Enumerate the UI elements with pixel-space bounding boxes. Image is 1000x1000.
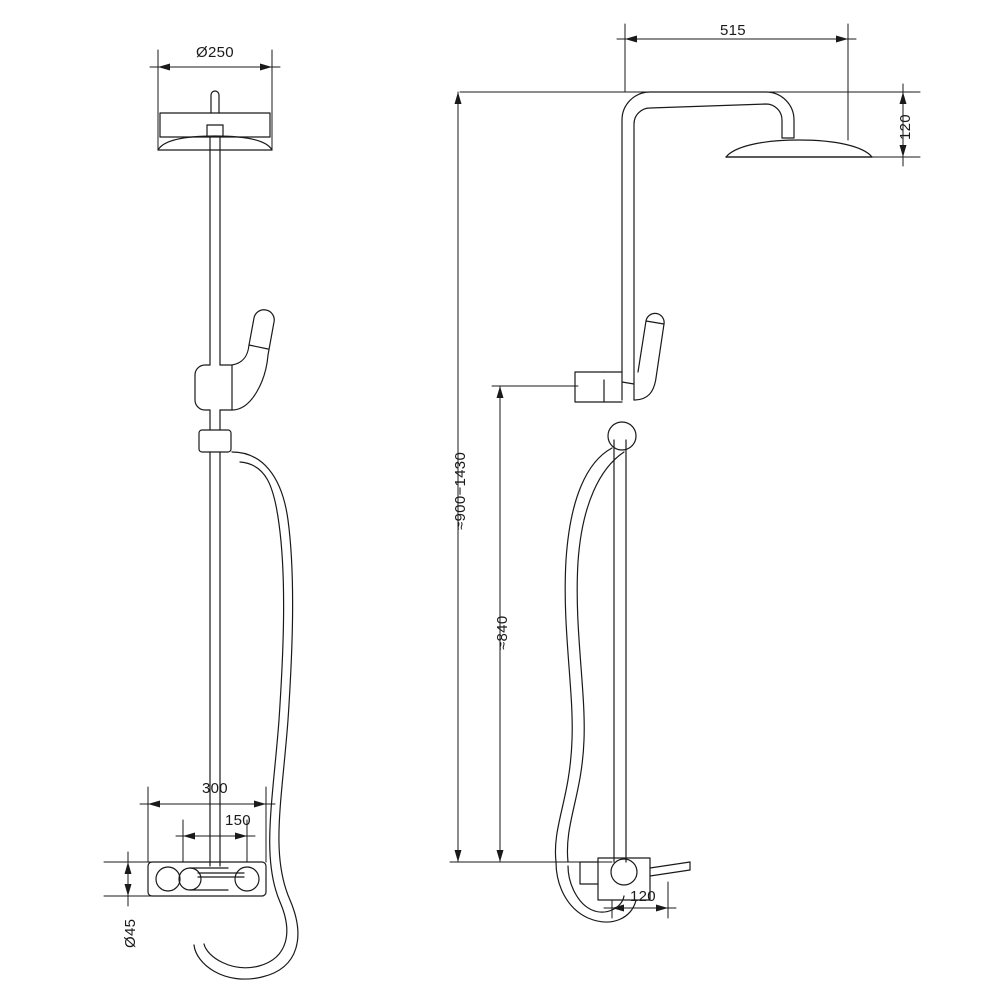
label-total-height-range: ≈900−1430 [452,451,469,530]
dim-rail-height [491,385,579,863]
front-slider-bracket [198,429,232,453]
dim-valve-centres [175,819,256,863]
dim-total-height-range [449,91,613,863]
label-spout-projection: 300 [202,780,228,797]
label-valve-centres: 150 [225,812,251,829]
side-valve-body [579,857,691,901]
front-hand-shower [194,309,275,411]
dim-arm-reach [616,23,857,141]
label-rail-height: ≈840 [494,615,511,650]
dim-head-diameter [149,49,281,151]
side-riser-arm [621,91,795,383]
side-shower-head [725,127,873,158]
label-arm-reach: 515 [720,22,746,39]
side-slider-joint [607,421,637,451]
label-head-drop: 120 [897,114,914,140]
front-hose [193,451,299,980]
label-valve-projection: 120 [630,888,656,905]
dim-spout-projection [139,786,276,863]
dim-valve-projection [603,881,677,919]
label-valve-body-diameter: Ø45 [122,918,139,948]
dim-valve-body-diameter [103,851,153,907]
side-hose [554,447,637,923]
front-valve-body [147,861,267,897]
front-riser-tube [209,136,221,863]
side-hand-shower [574,312,665,403]
label-head-diameter: Ø250 [196,44,234,61]
side-riser-tube [613,381,635,863]
front-shower-head [157,90,273,151]
